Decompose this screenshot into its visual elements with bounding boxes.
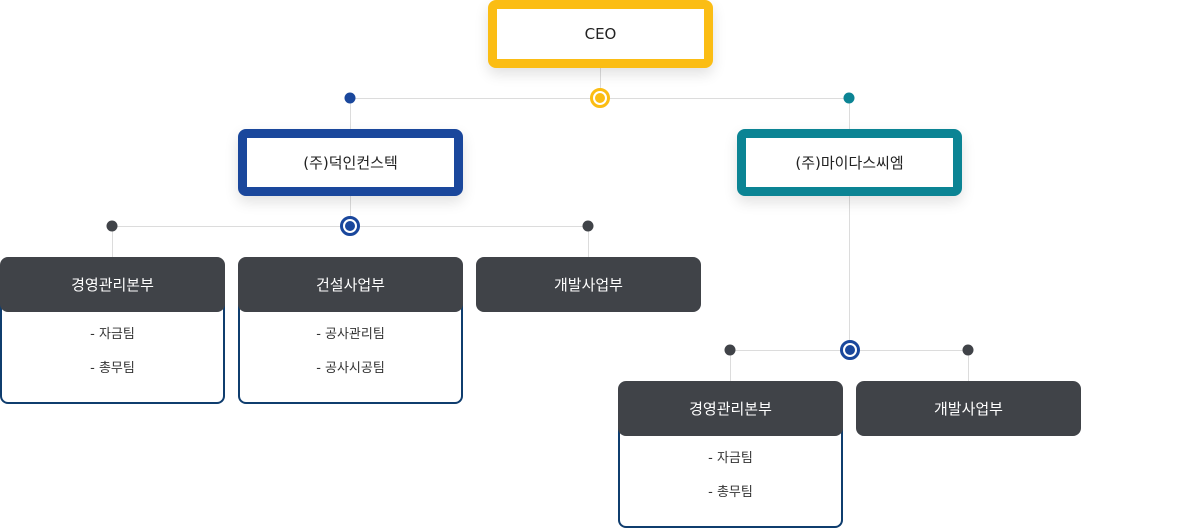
ceo-box: CEO <box>488 0 713 68</box>
team-item: - 총무팀 <box>90 361 135 376</box>
company-a-label: (주)덕인컨스텍 <box>303 154 398 172</box>
dept-title: 경영관리본부 <box>618 381 843 436</box>
dept-card: 경영관리본부 - 자금팀 - 총무팀 <box>0 257 225 404</box>
company-b-junction-dot <box>840 340 860 360</box>
dept-a3-connector <box>588 226 589 258</box>
dept-b2-dot <box>962 344 974 356</box>
dept-b1-dot <box>724 344 736 356</box>
dept-team-list: - 자금팀 - 총무팀 <box>0 302 225 404</box>
ceo-label: CEO <box>584 25 617 43</box>
team-item: - 공사관리팀 <box>316 327 385 342</box>
company-a-junction-dot <box>340 216 360 236</box>
dept-title: 개발사업부 <box>856 381 1081 436</box>
company-b-connector <box>849 98 850 130</box>
dept-b1-connector <box>730 350 731 382</box>
company-b-dot <box>843 92 855 104</box>
dept-a1-dot <box>106 220 118 232</box>
dept-title: 건설사업부 <box>238 257 463 312</box>
company-b-box: (주)마이다스씨엠 <box>737 129 962 196</box>
dept-card: 건설사업부 - 공사관리팀 - 공사시공팀 <box>238 257 463 404</box>
team-item: - 공사시공팀 <box>316 361 385 376</box>
ceo-connector <box>600 66 601 98</box>
company-a-connector <box>350 98 351 130</box>
dept-title: 경영관리본부 <box>0 257 225 312</box>
dept-card: 개발사업부 <box>856 381 1081 436</box>
team-item: - 자금팀 <box>90 327 135 342</box>
team-item: - 총무팀 <box>708 485 753 500</box>
company-b-label: (주)마이다스씨엠 <box>795 154 904 172</box>
company-a-down-connector <box>350 195 351 226</box>
dept-a1-connector <box>112 226 113 258</box>
company-a-box: (주)덕인컨스텍 <box>238 129 463 196</box>
dept-card: 경영관리본부 - 자금팀 - 총무팀 <box>618 381 843 528</box>
ceo-junction-dot <box>590 88 610 108</box>
dept-b2-connector <box>968 350 969 382</box>
dept-team-list: - 자금팀 - 총무팀 <box>618 426 843 528</box>
dept-team-list: - 공사관리팀 - 공사시공팀 <box>238 302 463 404</box>
dept-card: 개발사업부 <box>476 257 701 312</box>
team-item: - 자금팀 <box>708 451 753 466</box>
dept-a3-dot <box>582 220 594 232</box>
company-b-down-connector <box>849 195 850 350</box>
company-a-dot <box>344 92 356 104</box>
dept-title: 개발사업부 <box>476 257 701 312</box>
